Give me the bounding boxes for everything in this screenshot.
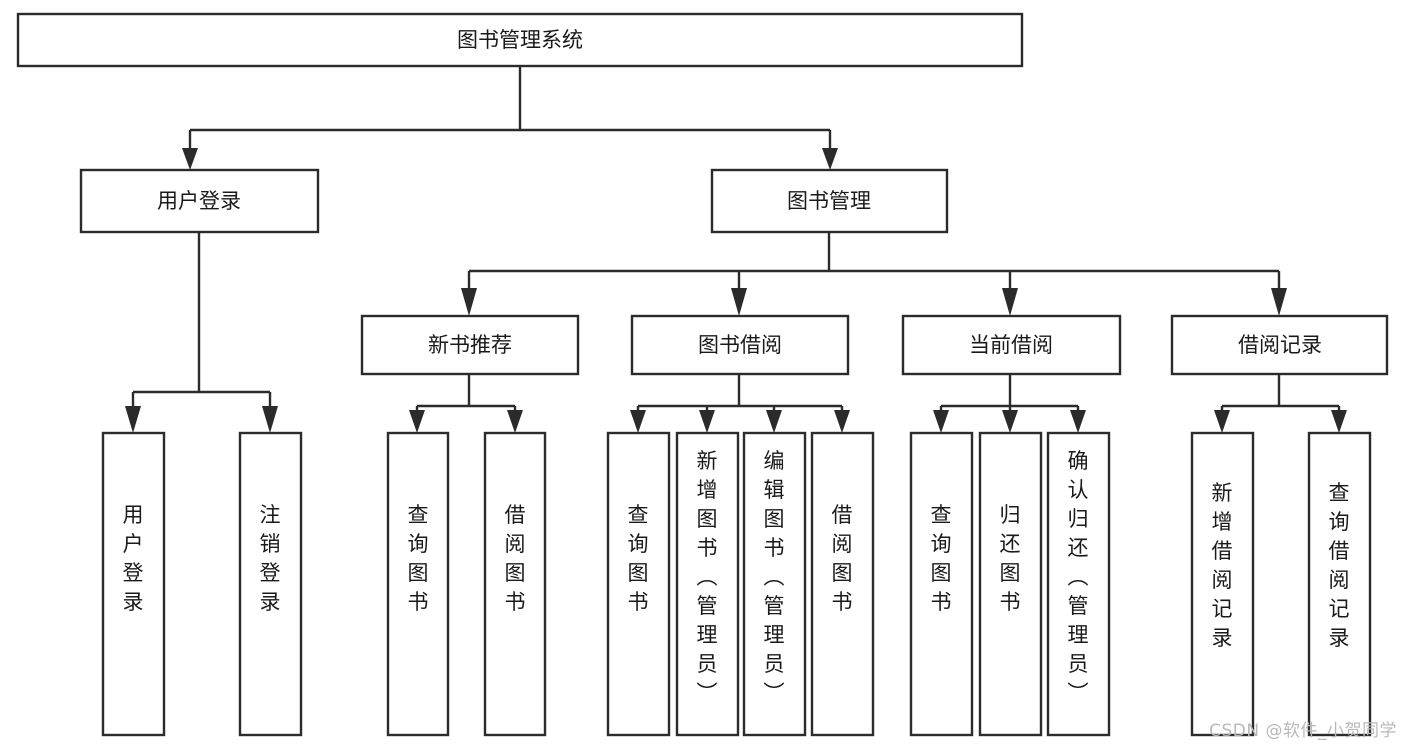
- arrow-current-l1: [933, 410, 949, 433]
- node-user-login-label: 用户登录: [157, 189, 241, 213]
- arrow-user-login-l1: [125, 406, 141, 433]
- node-book-borrow[interactable]: 图书借阅: [630, 314, 850, 376]
- leaf-vtext: 归还图书: [1000, 503, 1021, 614]
- arrow-new-l2: [507, 410, 523, 433]
- leaf-vtext: 新增借阅记录: [1212, 481, 1233, 650]
- leaf-logout-box: [238, 431, 303, 737]
- arrow-root-to-user-login: [182, 148, 198, 170]
- leaf-vtext: 查询图书: [628, 503, 649, 614]
- leaf-query-borrow-record[interactable]: 查询借阅记录: [1307, 431, 1372, 737]
- node-root-box: [16, 12, 1024, 68]
- leaf-add-borrow-record-box: [1190, 431, 1255, 737]
- leaf-logout[interactable]: 注销登录: [238, 431, 303, 737]
- leaf-query-books-current-box: [909, 431, 974, 737]
- node-current-borrow-box: [901, 314, 1122, 376]
- leaf-vtext: 确认归还︵管理员︶: [1068, 449, 1089, 705]
- leaf-user-login[interactable]: 用户登录: [101, 431, 166, 737]
- leaf-vtext: 编辑图书︵管理员︶: [764, 449, 785, 705]
- leaf-borrow-books-recommend[interactable]: 借阅图书: [483, 431, 547, 737]
- arrow-borrow-l1: [630, 410, 646, 433]
- node-root-book-management-system[interactable]: 图书管理系统: [16, 12, 1024, 68]
- leaf-query-books-borrow[interactable]: 查询图书: [606, 431, 671, 737]
- node-book-management-box: [710, 168, 949, 234]
- node-book-borrow-box: [630, 314, 850, 376]
- leaf-vtext: 借阅图书: [832, 503, 853, 614]
- leaf-borrow-books-borrow-box: [810, 431, 875, 737]
- leaf-edit-book-admin-box: [742, 431, 807, 737]
- arrow-current-l2: [1002, 410, 1018, 433]
- node-borrow-record-box: [1170, 314, 1389, 376]
- leaf-query-books-recommend-box: [386, 431, 450, 737]
- leaf-vtext: 查询图书: [931, 503, 952, 614]
- leaf-vtext: 借阅图书: [505, 503, 526, 614]
- leaf-edit-book-admin[interactable]: 编辑图书︵管理员︶: [742, 431, 807, 737]
- arrow-current-l3: [1070, 410, 1086, 433]
- arrow-record-l2: [1331, 410, 1347, 433]
- arrow-new-l1: [409, 410, 425, 433]
- arrow-bm-to-record: [1271, 288, 1287, 316]
- csdn-watermark: CSDN @软件_小贺同学: [1209, 721, 1397, 741]
- leaf-add-book-admin[interactable]: 新增图书︵管理员︶: [675, 431, 740, 737]
- node-new-book-recommend-label: 新书推荐: [428, 333, 512, 357]
- arrow-bm-to-new: [461, 288, 477, 316]
- leaf-return-books[interactable]: 归还图书: [978, 431, 1043, 737]
- leaf-borrow-books-recommend-box: [483, 431, 547, 737]
- node-borrow-record-label: 借阅记录: [1238, 333, 1322, 357]
- arrow-borrow-l2: [699, 410, 715, 433]
- leaf-confirm-return-admin[interactable]: 确认归还︵管理员︶: [1046, 431, 1111, 737]
- node-borrow-record[interactable]: 借阅记录: [1170, 314, 1389, 376]
- node-root-label: 图书管理系统: [457, 28, 583, 52]
- node-book-borrow-label: 图书借阅: [698, 333, 782, 357]
- leaf-vtext: 查询借阅记录: [1329, 481, 1350, 650]
- leaf-query-borrow-record-box: [1307, 431, 1372, 737]
- leaf-vtext: 注销登录: [260, 503, 281, 614]
- leaf-add-borrow-record[interactable]: 新增借阅记录: [1190, 431, 1255, 737]
- node-user-login-box: [79, 168, 320, 234]
- leaf-query-books-borrow-box: [606, 431, 671, 737]
- node-book-management-label: 图书管理: [787, 189, 871, 213]
- leaf-add-book-admin-box: [675, 431, 740, 737]
- arrow-user-login-l2: [262, 406, 278, 433]
- arrow-bm-to-borrow: [731, 288, 747, 316]
- arrow-bm-to-current: [1002, 288, 1018, 316]
- leaf-confirm-return-admin-box: [1046, 431, 1111, 737]
- connector-layer: [125, 66, 1347, 433]
- node-book-management[interactable]: 图书管理: [710, 168, 949, 234]
- leaf-vtext: 用户登录: [123, 503, 144, 614]
- leaf-query-books-recommend[interactable]: 查询图书: [386, 431, 450, 737]
- node-current-borrow-label: 当前借阅: [969, 333, 1053, 357]
- node-new-book-recommend-box: [360, 314, 580, 376]
- arrow-borrow-l4: [834, 410, 850, 433]
- leaf-return-books-box: [978, 431, 1043, 737]
- node-user-login[interactable]: 用户登录: [79, 168, 320, 234]
- leaf-query-books-current[interactable]: 查询图书: [909, 431, 974, 737]
- node-new-book-recommend[interactable]: 新书推荐: [360, 314, 580, 376]
- leaf-borrow-books-borrow[interactable]: 借阅图书: [810, 431, 875, 737]
- arrow-record-l1: [1214, 410, 1230, 433]
- arrow-root-to-book-manage: [822, 148, 838, 170]
- leaf-user-login-box: [101, 431, 166, 737]
- node-current-borrow[interactable]: 当前借阅: [901, 314, 1122, 376]
- arrow-borrow-l3: [766, 410, 782, 433]
- leaf-vtext: 查询图书: [408, 503, 429, 614]
- leaf-vtext: 新增图书︵管理员︶: [697, 449, 718, 705]
